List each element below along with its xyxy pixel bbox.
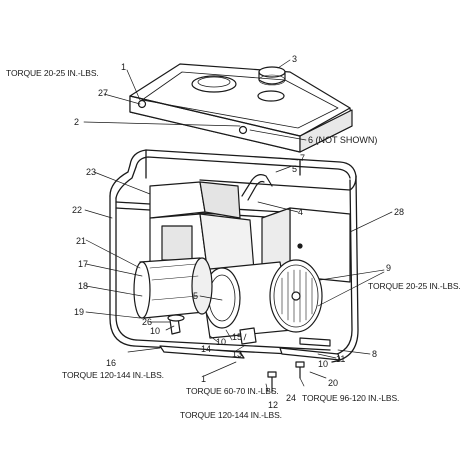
part-number-1: 1: [121, 62, 127, 72]
part-number-3: 3: [292, 54, 298, 64]
torque-spec-bottom-left: TORQUE 120-144 IN.-LBS.: [62, 370, 164, 380]
part-number-27: 27: [98, 88, 109, 98]
part-number-5-upper: 5: [292, 164, 298, 174]
part-number-14: 14: [201, 344, 212, 354]
part-number-4: 4: [298, 207, 304, 217]
part-number-17: 17: [78, 259, 89, 269]
part-number-12: 12: [268, 400, 279, 410]
part-number-20: 20: [328, 378, 339, 388]
part-number-10-center: 10: [216, 337, 227, 347]
part-number-21: 21: [76, 236, 87, 246]
part-number-28: 28: [394, 207, 405, 217]
part-number-23: 23: [86, 167, 97, 177]
part-number-15: 15: [232, 332, 243, 342]
part-number-2: 2: [74, 117, 80, 127]
torque-spec-top-left: TORQUE 20-25 IN.-LBS.: [6, 68, 99, 78]
torque-spec-bottom-center: TORQUE 60-70 IN.-LBS.: [186, 386, 279, 396]
part-number-7: 7: [300, 153, 306, 163]
part-number-11: 11: [336, 354, 346, 364]
part-number-22: 22: [72, 205, 83, 215]
base-mounts: [159, 314, 341, 393]
part-number-8: 8: [372, 349, 378, 359]
part-number-16: 16: [106, 358, 117, 368]
part-number-24: 24: [286, 393, 297, 403]
leader-lines: [83, 59, 393, 393]
part-number-18: 18: [78, 281, 89, 291]
torque-spec-bottom-right: TORQUE 96-120 IN.-LBS.: [302, 393, 400, 403]
part-number-13: 13: [232, 349, 243, 359]
fuel-cap: [258, 66, 286, 86]
part-number-6: 6 (NOT SHOWN): [308, 135, 378, 145]
part-number-19: 19: [74, 307, 85, 317]
part-number-26: 26: [142, 317, 153, 327]
muffler-assembly: [133, 257, 213, 319]
part-number-1-lower: 1: [201, 374, 207, 384]
part-number-10-right: 10: [318, 359, 329, 369]
part-number-10-left: 10: [150, 326, 161, 336]
fuel-tank: [129, 63, 353, 153]
part-number-5-lower: 5: [193, 291, 199, 301]
alternator: [199, 259, 323, 339]
part-number-9: 9: [386, 263, 392, 273]
torque-spec-bottom: TORQUE 120-144 IN.-LBS.: [180, 410, 282, 420]
torque-spec-right: TORQUE 20-25 IN.-LBS.: [368, 281, 461, 291]
